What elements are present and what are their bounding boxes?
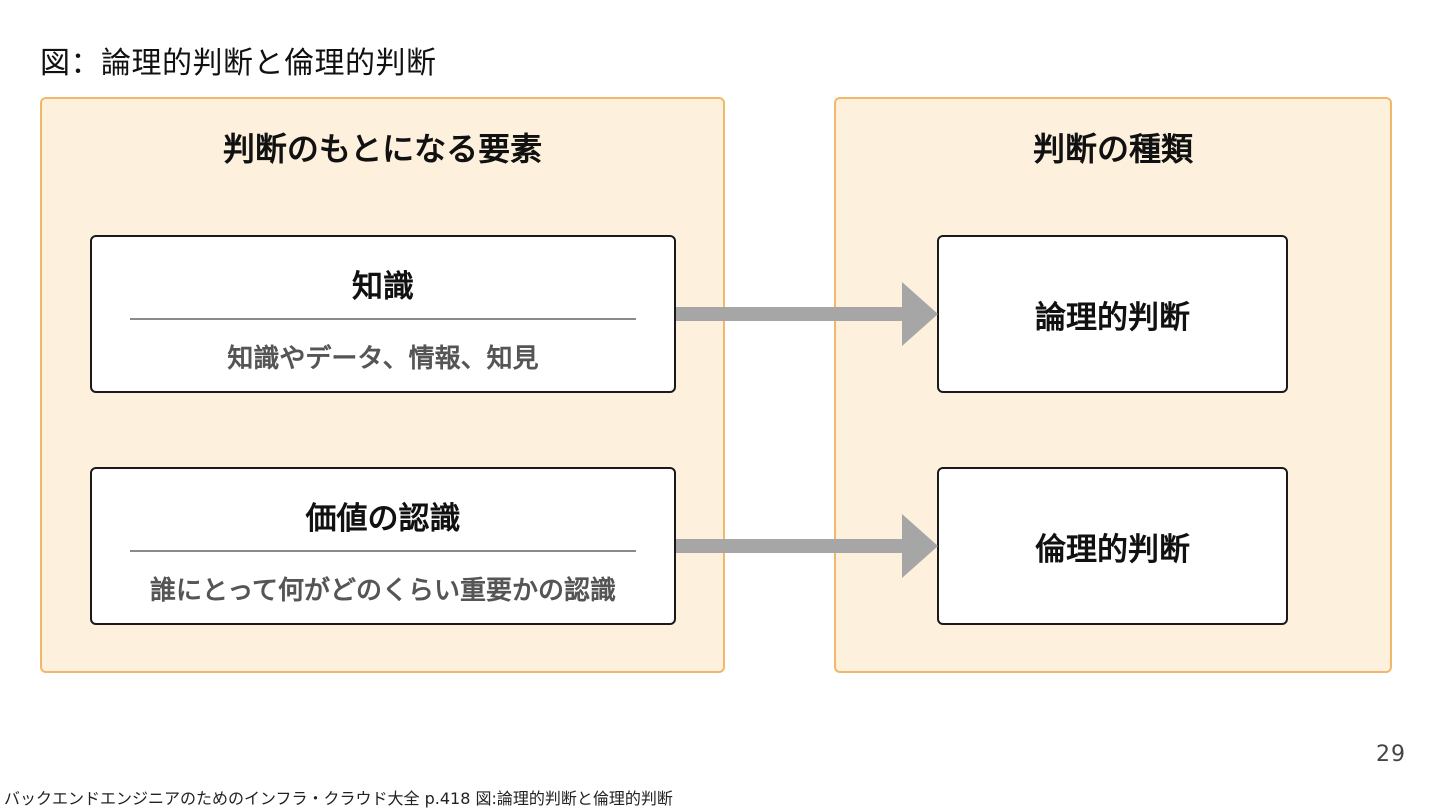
value-recognition-card-title: 価値の認識 (305, 501, 461, 537)
page-number: 29 (1376, 742, 1406, 767)
knowledge-card-title: 知識 (352, 269, 414, 305)
knowledge-card-subtitle: 知識やデータ、情報、知見 (227, 344, 539, 374)
value-to-ethical-arrow (676, 514, 938, 578)
value-recognition-card: 価値の認識 誰にとって何がどのくらい重要かの認識 (90, 467, 676, 625)
source-citation: バックエンドエンジニアのためのインフラ・クラウド大全 p.418 図:論理的判断… (4, 789, 673, 808)
judgment-types-panel-heading: 判断の種類 (1032, 130, 1193, 168)
value-recognition-card-divider (130, 550, 636, 552)
logical-judgment-label: 論理的判断 (1035, 299, 1190, 336)
knowledge-card-divider (130, 318, 636, 320)
logical-judgment-card: 論理的判断 (937, 235, 1288, 393)
knowledge-card: 知識 知識やデータ、情報、知見 (90, 235, 676, 393)
elements-panel-heading: 判断のもとになる要素 (222, 130, 543, 168)
ethical-judgment-label: 倫理的判断 (1035, 531, 1190, 568)
ethical-judgment-card: 倫理的判断 (937, 467, 1288, 625)
knowledge-to-logical-arrow (676, 282, 938, 346)
value-recognition-card-subtitle: 誰にとって何がどのくらい重要かの認識 (150, 576, 616, 606)
slide-title: 図：論理的判断と倫理的判断 (40, 46, 437, 81)
